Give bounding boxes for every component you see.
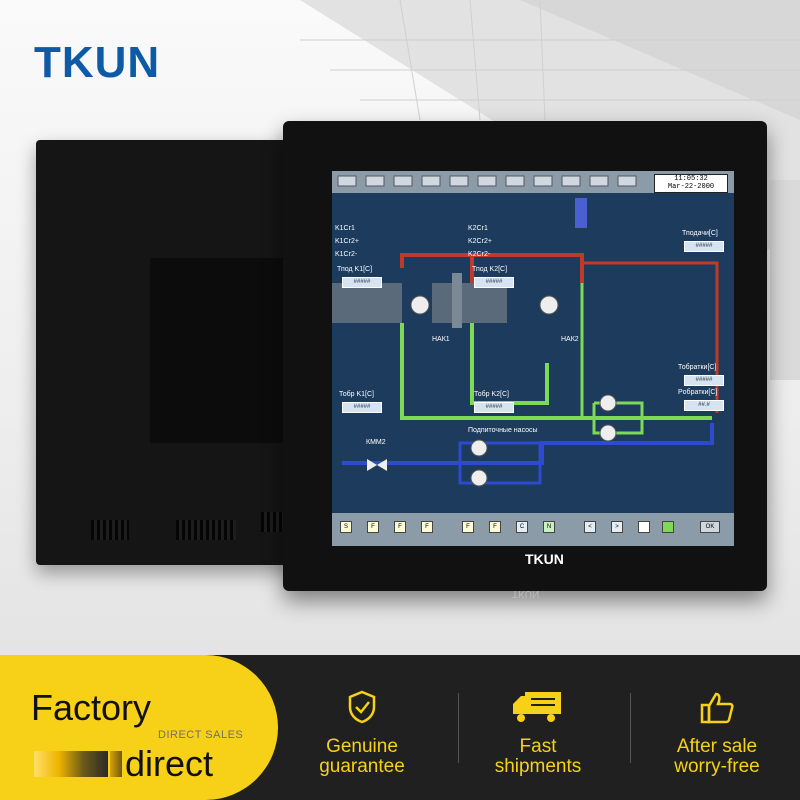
label-tobr-k1: Тобр K1[C]	[339, 391, 374, 398]
top-bar-buttons	[337, 175, 637, 187]
label-kmm2: КММ2	[366, 439, 386, 446]
hmi-button-s[interactable]: S	[340, 521, 352, 533]
label-makeup-pumps: Подпиточные насосы	[468, 427, 538, 434]
hmi-button-f1[interactable]: F	[367, 521, 379, 533]
field-robratki[interactable]: ##.#	[684, 400, 724, 411]
hmi-screen: 11:05:32 Mar-22-2000	[332, 171, 734, 546]
label-tpodachi: Тподачи[C]	[682, 230, 718, 237]
hmi-button-n[interactable]: N	[543, 521, 555, 533]
field-tpod-k2[interactable]: #####	[474, 277, 514, 288]
label-tobratki: Тобратки[C]	[678, 364, 717, 371]
promo-banner: Factory DIRECT SALES direct Genuine guar…	[0, 655, 800, 800]
hmi-button-blank[interactable]	[638, 521, 650, 533]
hmi-button-f2[interactable]: F	[394, 521, 406, 533]
hmi-button-f3[interactable]: F	[421, 521, 433, 533]
hmi-bottom-bar: S F F F F F C N < > OK	[332, 513, 734, 546]
thumbs-up-icon	[700, 692, 734, 724]
hmi-button-f5[interactable]: F	[489, 521, 501, 533]
heatsink	[150, 258, 304, 443]
hmi-button-ok[interactable]: OK	[700, 521, 720, 533]
hmi-button-prev[interactable]: <	[584, 521, 596, 533]
label-nak1: НАК1	[432, 336, 450, 343]
direct-sales-caption: DIRECT SALES	[158, 729, 244, 741]
field-tpodachi[interactable]: #####	[684, 241, 724, 252]
brand-reflection: TKUN	[512, 588, 540, 599]
shield-check-icon	[348, 690, 376, 724]
process-diagram	[332, 198, 719, 487]
feature-genuine: Genuine guarantee	[282, 655, 442, 800]
hmi-button-green[interactable]	[662, 521, 674, 533]
feature-genuine-line1: Genuine	[326, 736, 398, 757]
label-k1cr2-minus: K1Cr2-	[335, 251, 358, 258]
label-k2cr2-minus: K2Cr2-	[468, 251, 491, 258]
field-tobr-k1[interactable]: #####	[342, 402, 382, 413]
feature-genuine-line2: guarantee	[319, 756, 405, 777]
feature-fast: Fast shipments	[458, 655, 618, 800]
gradient-stripe-small	[110, 751, 122, 777]
field-tobr-k2[interactable]: #####	[474, 402, 514, 413]
label-k1cr1: K1Cr1	[335, 225, 355, 232]
clock-date: Mar-22-2000	[667, 183, 715, 191]
product-photo: TKUN 11:05:32	[0, 0, 800, 655]
hmi-button-c[interactable]: C	[516, 521, 528, 533]
separator	[630, 693, 631, 763]
hmi-button-f4[interactable]: F	[462, 521, 474, 533]
vent-middle	[176, 520, 236, 540]
hmi-top-bar: 11:05:32 Mar-22-2000	[332, 171, 734, 193]
factory-heading: Factory	[31, 687, 152, 728]
label-nak2: НАК2	[561, 336, 579, 343]
factory-direct-panel: Factory DIRECT SALES direct	[0, 655, 278, 800]
label-k1cr2-plus: K1Cr2+	[335, 238, 359, 245]
label-tobr-k2: Тобр K2[C]	[474, 391, 509, 398]
monitor-front-view: 11:05:32 Mar-22-2000	[283, 121, 767, 591]
hmi-clock: 11:05:32 Mar-22-2000	[654, 174, 728, 193]
brand-logo: TKUN	[34, 38, 161, 87]
delivery-truck-icon	[513, 692, 561, 722]
feature-fast-line1: Fast	[519, 736, 557, 757]
label-k2cr1: K2Cr1	[468, 225, 488, 232]
label-robratki: Pобратки[C]	[678, 389, 718, 396]
field-tobratki[interactable]: #####	[684, 375, 724, 386]
monitor-brand-label: TKUN	[525, 551, 564, 567]
label-k2cr2-plus: K2Cr2+	[468, 238, 492, 245]
field-tpod-k1[interactable]: #####	[342, 277, 382, 288]
feature-after-sale-line1: After sale	[676, 736, 758, 757]
hmi-button-next[interactable]: >	[611, 521, 623, 533]
feature-after-sale: After sale worry-free	[637, 655, 797, 800]
feature-fast-line2: shipments	[494, 756, 582, 777]
gradient-stripe	[34, 751, 108, 777]
separator	[458, 693, 459, 763]
direct-heading: direct	[125, 743, 214, 784]
feature-after-sale-line2: worry-free	[674, 756, 760, 777]
label-tpod-k2: Тпод K2[C]	[472, 266, 508, 273]
vent-left	[91, 520, 129, 540]
label-tpod-k1: Тпод K1[C]	[337, 266, 373, 273]
clock-time: 11:05:32	[674, 175, 708, 183]
